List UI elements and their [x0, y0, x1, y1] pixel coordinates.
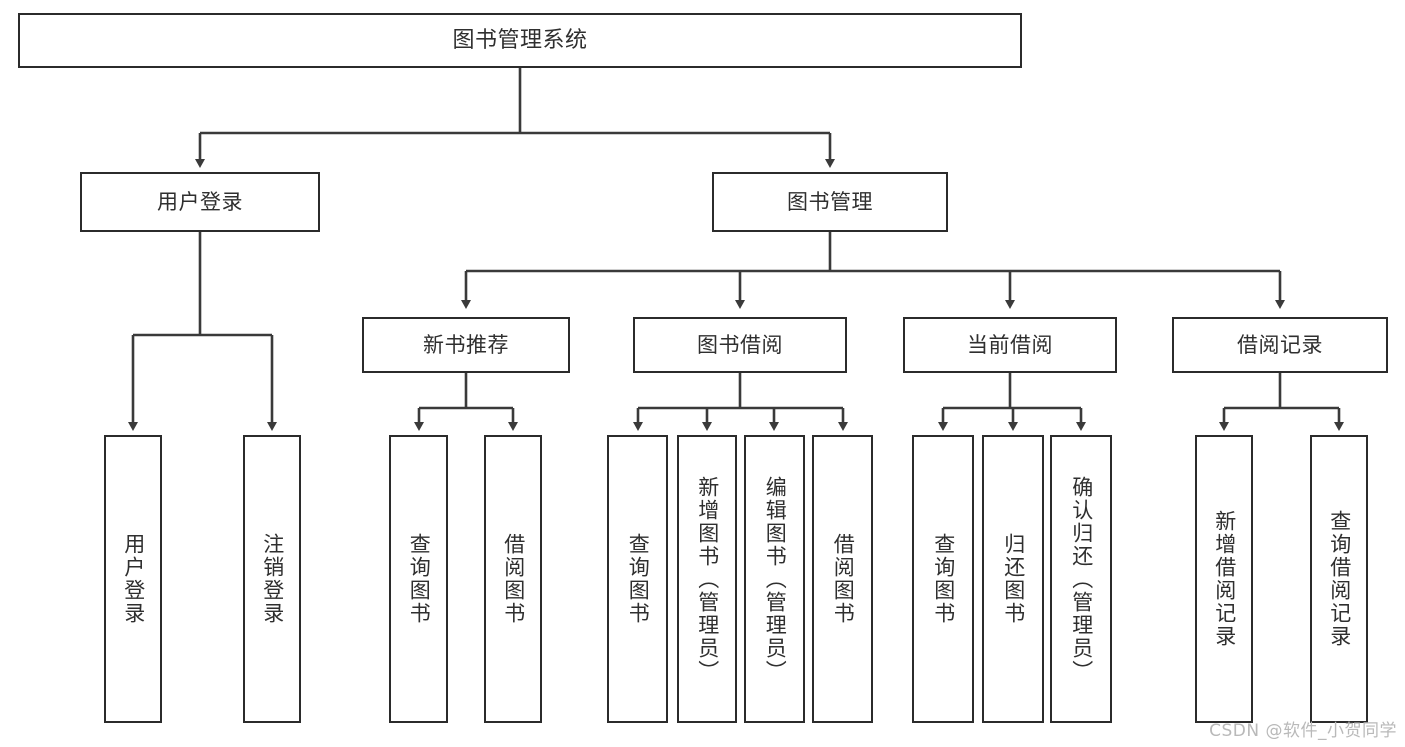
node-label: 当前借阅 [967, 332, 1053, 357]
leaf-edit-book-admin[interactable]: 编辑图书（管理员） [744, 435, 805, 723]
leaf-add-borrow-record[interactable]: 新增借阅记录 [1195, 435, 1253, 723]
node-label: 借阅图书 [501, 533, 526, 625]
leaf-borrow-book[interactable]: 借阅图书 [812, 435, 873, 723]
leaf-user-login[interactable]: 用户登录 [104, 435, 162, 723]
node-label: 查询图书 [407, 533, 432, 625]
node-label: 新增图书（管理员） [695, 475, 720, 683]
node-label: 用户登录 [157, 189, 243, 214]
node-label: 新增借阅记录 [1212, 510, 1237, 648]
node-root-book-management-system[interactable]: 图书管理系统 [18, 13, 1022, 68]
leaf-query-borrow-record[interactable]: 查询借阅记录 [1310, 435, 1368, 723]
node-book-management[interactable]: 图书管理 [712, 172, 948, 232]
node-new-book-recommend[interactable]: 新书推荐 [362, 317, 570, 373]
node-label: 图书管理 [787, 189, 873, 214]
leaf-logout[interactable]: 注销登录 [243, 435, 301, 723]
node-label: 用户登录 [121, 533, 146, 625]
node-label: 查询图书 [931, 533, 956, 625]
leaf-query-book-recommend[interactable]: 查询图书 [389, 435, 448, 723]
node-label: 借阅图书 [831, 533, 856, 625]
node-label: 查询图书 [626, 533, 651, 625]
node-label: 查询借阅记录 [1327, 510, 1352, 648]
node-book-borrow[interactable]: 图书借阅 [633, 317, 847, 373]
node-current-borrow[interactable]: 当前借阅 [903, 317, 1117, 373]
leaf-query-book-current[interactable]: 查询图书 [912, 435, 974, 723]
node-label: 注销登录 [260, 533, 285, 625]
node-label: 图书借阅 [697, 332, 783, 357]
leaf-return-book[interactable]: 归还图书 [982, 435, 1044, 723]
leaf-confirm-return-admin[interactable]: 确认归还（管理员） [1050, 435, 1112, 723]
node-label: 确认归还（管理员） [1069, 475, 1094, 683]
node-borrow-record[interactable]: 借阅记录 [1172, 317, 1388, 373]
leaf-add-book-admin[interactable]: 新增图书（管理员） [677, 435, 737, 723]
node-label: 新书推荐 [423, 332, 509, 357]
node-label: 编辑图书（管理员） [763, 475, 788, 683]
node-label: 借阅记录 [1237, 332, 1323, 357]
leaf-borrow-book-recommend[interactable]: 借阅图书 [484, 435, 542, 723]
watermark: CSDN @软件_小贺同学 [1209, 721, 1397, 741]
node-user-login[interactable]: 用户登录 [80, 172, 320, 232]
node-label: 图书管理系统 [452, 27, 588, 53]
node-label: 归还图书 [1001, 533, 1026, 625]
leaf-query-book-borrow[interactable]: 查询图书 [607, 435, 668, 723]
